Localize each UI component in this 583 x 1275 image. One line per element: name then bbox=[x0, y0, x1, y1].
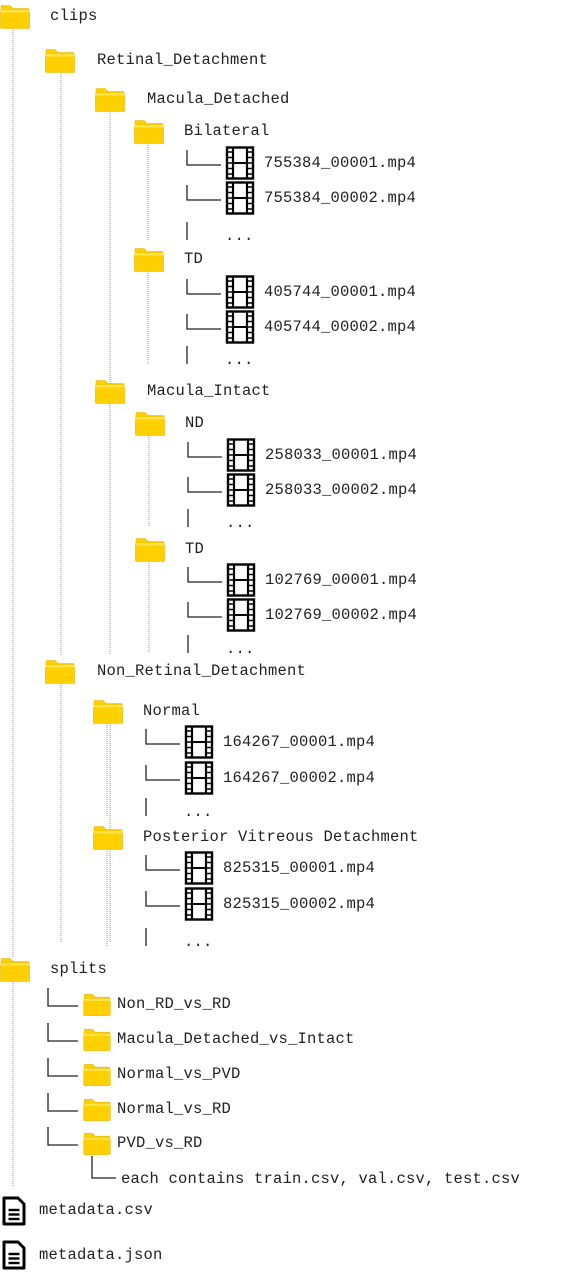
split-0[interactable]: Non_RD_vs_RD bbox=[117, 995, 232, 1013]
folder-pvd-file-1-video-icon bbox=[184, 851, 214, 890]
folder-splits[interactable]: splits bbox=[50, 960, 108, 978]
folder-td-detached-folder-icon bbox=[134, 248, 164, 277]
folder-macula-intact-folder-icon bbox=[95, 380, 125, 409]
splits-note[interactable]: each contains train.csv, val.csv, test.c… bbox=[121, 1170, 521, 1188]
split-1[interactable]: Macula_Detached_vs_Intact bbox=[117, 1030, 355, 1048]
folder-nd-file-2-video-icon bbox=[226, 473, 256, 512]
folder-td-intact-file-1[interactable]: 102769_00001.mp4 bbox=[265, 571, 418, 589]
folder-nd-file-2[interactable]: 258033_00002.mp4 bbox=[265, 481, 418, 499]
folder-retinal-detachment[interactable]: Retinal_Detachment bbox=[97, 51, 269, 69]
folder-normal-file-1[interactable]: 164267_00001.mp4 bbox=[223, 733, 376, 751]
folder-normal-file-2-video-icon bbox=[184, 761, 214, 800]
folder-td-intact[interactable]: TD bbox=[185, 540, 205, 558]
folder-macula-detached-folder-icon bbox=[95, 88, 125, 117]
folder-macula-intact[interactable]: Macula_Intact bbox=[147, 382, 271, 400]
split-3-folder-icon bbox=[82, 1099, 112, 1126]
split-3[interactable]: Normal_vs_RD bbox=[117, 1100, 232, 1118]
folder-td-intact-file-2[interactable]: 102769_00002.mp4 bbox=[265, 606, 418, 624]
file-metadata-json[interactable]: metadata.json bbox=[39, 1246, 163, 1264]
folder-retinal-detachment-folder-icon bbox=[45, 49, 75, 78]
folder-td-detached-file-1-video-icon bbox=[225, 275, 255, 314]
folder-clips-folder-icon bbox=[0, 5, 30, 34]
folder-td-detached-file-2-video-icon bbox=[225, 310, 255, 349]
split-4[interactable]: PVD_vs_RD bbox=[117, 1134, 203, 1152]
folder-splits-folder-icon bbox=[0, 958, 30, 987]
folder-td-detached-file-2[interactable]: 405744_00002.mp4 bbox=[264, 318, 417, 336]
folder-bilateral[interactable]: Bilateral bbox=[184, 122, 270, 140]
folder-td-detached[interactable]: TD bbox=[184, 250, 204, 268]
folder-nd-more[interactable]: ... bbox=[226, 514, 255, 532]
folder-bilateral-file-1[interactable]: 755384_00001.mp4 bbox=[264, 154, 417, 172]
folder-macula-detached[interactable]: Macula_Detached bbox=[147, 90, 290, 108]
folder-nd[interactable]: ND bbox=[185, 414, 205, 432]
split-1-folder-icon bbox=[82, 1029, 112, 1056]
folder-pvd[interactable]: Posterior Vitreous Detachment bbox=[143, 828, 419, 846]
folder-non-retinal-detachment-folder-icon bbox=[45, 660, 75, 689]
split-4-folder-icon bbox=[82, 1133, 112, 1160]
metadata-csv-file-icon bbox=[1, 1196, 27, 1231]
folder-td-intact-folder-icon bbox=[135, 538, 165, 567]
folder-bilateral-file-1-video-icon bbox=[225, 146, 255, 185]
split-2[interactable]: Normal_vs_PVD bbox=[117, 1065, 241, 1083]
folder-pvd-file-1[interactable]: 825315_00001.mp4 bbox=[223, 859, 376, 877]
folder-bilateral-file-2-video-icon bbox=[225, 181, 255, 220]
folder-pvd-folder-icon bbox=[93, 826, 123, 855]
file-metadata-csv[interactable]: metadata.csv bbox=[39, 1201, 154, 1219]
folder-bilateral-folder-icon bbox=[134, 120, 164, 149]
folder-non-retinal-detachment[interactable]: Non_Retinal_Detachment bbox=[97, 662, 307, 680]
folder-pvd-more[interactable]: ... bbox=[184, 933, 213, 951]
folder-td-intact-more[interactable]: ... bbox=[226, 640, 255, 658]
folder-bilateral-file-2[interactable]: 755384_00002.mp4 bbox=[264, 189, 417, 207]
folder-td-intact-file-1-video-icon bbox=[226, 563, 256, 602]
folder-nd-folder-icon bbox=[135, 412, 165, 441]
metadata-json-file-icon bbox=[1, 1240, 27, 1275]
folder-normal-folder-icon bbox=[93, 700, 123, 729]
split-2-folder-icon bbox=[82, 1064, 112, 1091]
folder-nd-file-1-video-icon bbox=[226, 438, 256, 477]
folder-pvd-file-2[interactable]: 825315_00002.mp4 bbox=[223, 895, 376, 913]
folder-normal[interactable]: Normal bbox=[143, 702, 201, 720]
folder-td-intact-file-2-video-icon bbox=[226, 598, 256, 637]
folder-td-detached-file-1[interactable]: 405744_00001.mp4 bbox=[264, 283, 417, 301]
folder-td-detached-more[interactable]: ... bbox=[225, 351, 254, 369]
folder-nd-file-1[interactable]: 258033_00001.mp4 bbox=[265, 446, 418, 464]
split-0-folder-icon bbox=[82, 994, 112, 1021]
folder-normal-file-1-video-icon bbox=[184, 725, 214, 764]
folder-normal-more[interactable]: ... bbox=[184, 803, 213, 821]
folder-normal-file-2[interactable]: 164267_00002.mp4 bbox=[223, 769, 376, 787]
folder-bilateral-more[interactable]: ... bbox=[225, 227, 254, 245]
folder-clips[interactable]: clips bbox=[50, 7, 98, 25]
folder-pvd-file-2-video-icon bbox=[184, 887, 214, 926]
